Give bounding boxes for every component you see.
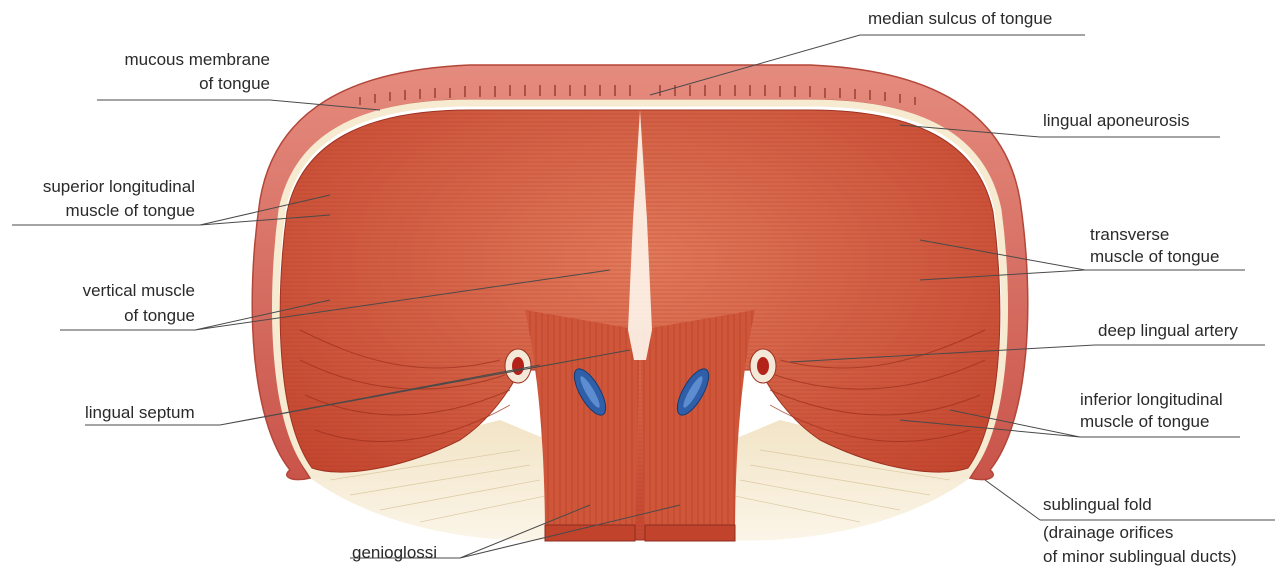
- label-transverse-line2: muscle of tongue: [1090, 246, 1219, 268]
- label-lingual-aponeurosis: lingual aponeurosis: [1043, 110, 1190, 132]
- label-inferior-longitudinal-line2: muscle of tongue: [1080, 411, 1209, 433]
- deep-lingual-artery-left: [505, 349, 531, 383]
- label-vertical-line1: vertical muscle: [20, 280, 195, 302]
- label-mucous-membrane-line2: of tongue: [80, 73, 270, 95]
- label-sublingual-fold-line1: sublingual fold: [1043, 494, 1152, 516]
- deep-lingual-artery-right: [750, 349, 776, 383]
- label-superior-longitudinal-line1: superior longitudinal: [5, 176, 195, 198]
- label-vertical-line2: of tongue: [20, 305, 195, 327]
- label-superior-longitudinal-line2: muscle of tongue: [5, 200, 195, 222]
- label-median-sulcus: median sulcus of tongue: [868, 8, 1052, 30]
- label-mucous-membrane-line1: mucous membrane: [80, 49, 270, 71]
- label-lingual-septum: lingual septum: [85, 402, 195, 424]
- label-deep-lingual-artery: deep lingual artery: [1098, 320, 1238, 342]
- label-transverse-line1: transverse: [1090, 224, 1169, 246]
- label-sublingual-fold-line3: of minor sublingual ducts): [1043, 546, 1237, 568]
- label-inferior-longitudinal-line1: inferior longitudinal: [1080, 389, 1223, 411]
- label-sublingual-fold-line2: (drainage orifices: [1043, 522, 1173, 544]
- label-genioglossi: genioglossi: [352, 542, 437, 564]
